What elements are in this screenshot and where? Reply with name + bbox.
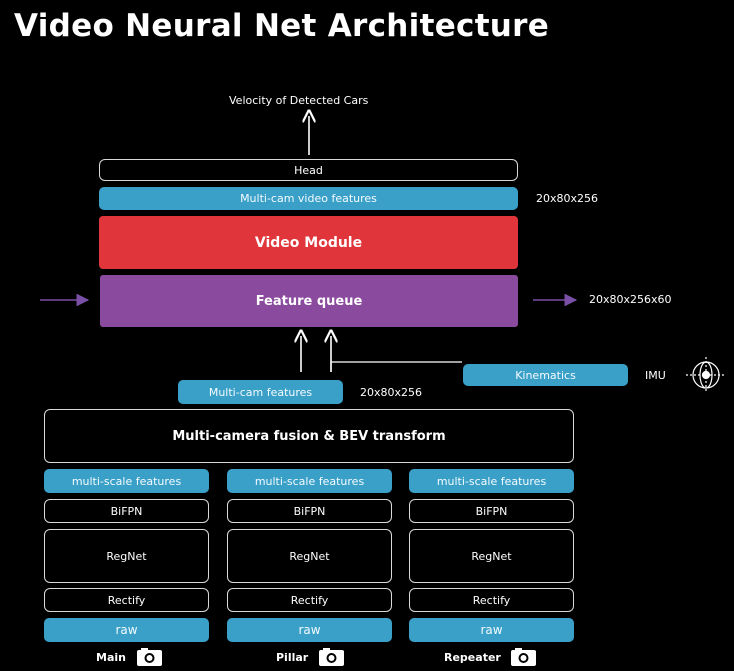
feature-queue-dim: 20x80x256x60 [589, 293, 672, 306]
output-label: Velocity of Detected Cars [229, 94, 369, 107]
raw-block: raw [44, 618, 209, 642]
video-features-dim: 20x80x256 [536, 192, 599, 205]
multicam-video-features-block: Multi-cam video features [99, 187, 518, 210]
camera-icon [319, 648, 344, 666]
multicam-features-block: Multi-cam features [178, 380, 343, 404]
raw-block: raw [227, 618, 392, 642]
bifpn-block: BiFPN [44, 499, 209, 523]
camera-icon [511, 648, 536, 666]
rectify-block: Rectify [44, 588, 209, 612]
camera-label: Main [96, 651, 126, 664]
multiscale-features-block: multi-scale features [44, 469, 209, 493]
fusion-bev-block: Multi-camera fusion & BEV transform [44, 409, 574, 463]
gimbal-icon [686, 357, 726, 393]
multicam-features-dim: 20x80x256 [360, 386, 423, 399]
kinematics-connector [330, 361, 462, 372]
head-block: Head [99, 159, 518, 181]
multiscale-features-block: multi-scale features [227, 469, 392, 493]
video-module-block: Video Module [99, 216, 518, 269]
regnet-block: RegNet [44, 529, 209, 583]
kinematics-block: Kinematics [463, 364, 628, 386]
camera-label: Pillar [276, 651, 309, 664]
raw-block: raw [409, 618, 574, 642]
feature-queue-block: Feature queue [100, 275, 518, 327]
bifpn-block: BiFPN [227, 499, 392, 523]
bifpn-block: BiFPN [409, 499, 574, 523]
camera-label: Repeater [444, 651, 501, 664]
regnet-block: RegNet [409, 529, 574, 583]
multiscale-features-block: multi-scale features [409, 469, 574, 493]
camera-icon [137, 648, 162, 666]
regnet-block: RegNet [227, 529, 392, 583]
page-title: Video Neural Net Architecture [14, 8, 550, 44]
imu-label: IMU [645, 369, 666, 382]
rectify-block: Rectify [409, 588, 574, 612]
rectify-block: Rectify [227, 588, 392, 612]
